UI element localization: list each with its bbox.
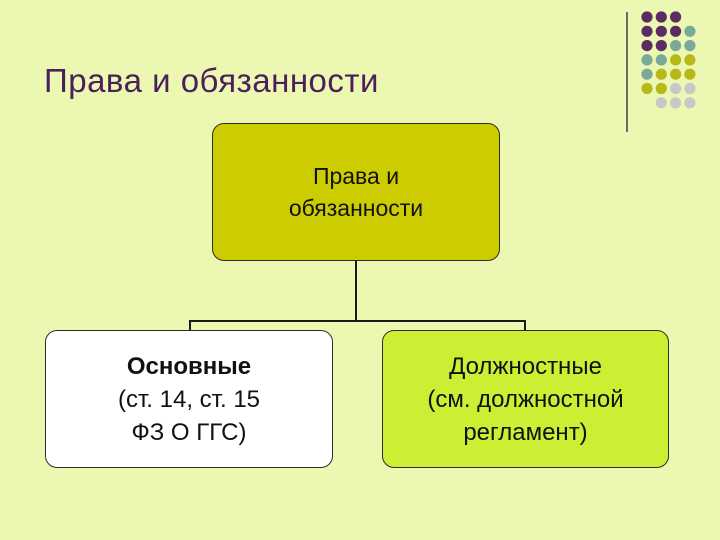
- decorative-dot: [641, 82, 653, 95]
- decorative-dot: [684, 68, 696, 80]
- child-node-line-3: ФЗ О ГГС): [131, 418, 247, 446]
- decorative-dot: [655, 82, 667, 95]
- connector-root-stem: [355, 261, 357, 321]
- decorative-dot: [684, 40, 696, 52]
- decorative-dot: [670, 54, 682, 66]
- decorative-dot: [684, 54, 696, 66]
- decorative-dot: [670, 11, 682, 23]
- decorative-dot: [684, 25, 696, 37]
- child-node-heading: Основные: [126, 352, 252, 380]
- child-node-line-2: (ст. 14, ст. 15: [117, 385, 261, 413]
- decorative-dot: [641, 40, 653, 52]
- decorative-dot: [670, 40, 682, 52]
- decorative-dot: [655, 40, 667, 52]
- diagram-root-node: Права и обязанности: [212, 123, 500, 261]
- decorative-dot: [641, 11, 653, 23]
- diagram-child-node-basic: Основные (ст. 14, ст. 15 ФЗ О ГГС): [45, 330, 333, 468]
- child-node-heading: Должностные: [449, 352, 602, 380]
- decorative-dot: [641, 54, 653, 66]
- decorative-dot: [655, 11, 667, 23]
- decorative-dot: [655, 97, 667, 109]
- decorative-dot: [655, 25, 667, 37]
- connector-left-drop: [189, 320, 191, 331]
- root-node-line-1: Права и: [312, 163, 400, 189]
- decorative-dot: [670, 97, 682, 109]
- decorative-dot: [641, 25, 653, 37]
- diagram-child-node-official: Должностные (см. должностной регламент): [382, 330, 669, 468]
- decorative-dot: [655, 68, 667, 80]
- decorative-dot: [670, 25, 682, 37]
- decorative-vertical-rule: [626, 12, 628, 132]
- decorative-dot: [641, 68, 653, 80]
- child-node-line-2: (см. должностной: [427, 385, 624, 413]
- connector-right-drop: [524, 320, 526, 331]
- connector-horizontal-bar: [189, 320, 525, 322]
- decorative-dot: [684, 97, 696, 109]
- decorative-dot: [670, 68, 682, 80]
- root-node-line-2: обязанности: [288, 195, 424, 221]
- slide-title: Права и обязанности: [44, 62, 379, 99]
- decorative-dot-grid: [641, 11, 696, 109]
- decorative-dot: [655, 54, 667, 66]
- decorative-dot: [684, 82, 696, 95]
- child-node-line-3: регламент): [463, 418, 588, 446]
- decorative-dot: [670, 82, 682, 95]
